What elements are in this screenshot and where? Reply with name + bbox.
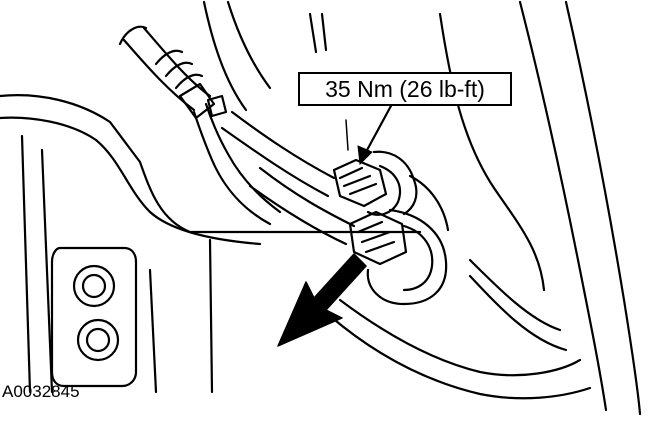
mount-plate <box>50 246 138 388</box>
figure-id: A0032845 <box>2 382 80 401</box>
callout-leader-2 <box>345 119 349 151</box>
tube-lower-b <box>248 184 348 246</box>
arrow-icon <box>277 253 367 347</box>
upper-fitting-hex <box>332 158 388 208</box>
hose-collar <box>178 82 216 120</box>
tube-upper-a <box>230 110 336 180</box>
wire-clip <box>206 94 228 118</box>
fitting-block <box>366 208 448 306</box>
housing-left-lower <box>0 116 262 246</box>
panel-lower-right <box>468 258 562 332</box>
leader-arrowhead <box>357 145 373 166</box>
panel-far-right <box>518 0 608 412</box>
panel-edge-right <box>564 0 642 416</box>
hose-end-cap <box>118 25 148 46</box>
wire-harness-2 <box>204 102 282 214</box>
callout-leader <box>364 102 394 154</box>
fitting-block-inner <box>402 224 434 292</box>
hose-rib-2 <box>164 61 194 78</box>
panel-lower-right-2 <box>468 274 568 352</box>
panel-right-contour <box>438 12 546 292</box>
bolt-hole-lower <box>76 318 120 362</box>
upper-hose <box>122 26 212 112</box>
fitting-block-edge <box>408 174 450 232</box>
tube-lower-a <box>258 166 356 228</box>
hose-rib-1 <box>154 49 184 66</box>
torque-callout-label: 35 Nm (26 lb-ft) <box>298 72 512 106</box>
hose-rib-3 <box>174 73 204 90</box>
body-seam <box>208 238 214 394</box>
upper-fitting-flange <box>366 164 402 216</box>
tube-upper-b <box>220 126 330 198</box>
small-tab <box>308 12 328 54</box>
panel-bottom-curve <box>338 298 582 377</box>
body-seam-2 <box>148 268 158 394</box>
panel-bottom-curve-2 <box>328 314 592 400</box>
bolt-hole-upper <box>72 264 116 308</box>
panel-top-ridge-2 <box>226 0 272 90</box>
fitting-block-top <box>372 150 418 216</box>
panel-top-ridge <box>202 0 248 112</box>
housing-left-outline <box>0 94 422 234</box>
panel-vertical-right <box>40 148 54 394</box>
panel-vertical-left <box>20 134 32 394</box>
upper-fitting-face <box>338 166 378 196</box>
lower-fitting-face <box>356 220 396 254</box>
wire-harness <box>192 110 272 226</box>
lower-fitting-hex <box>348 210 408 266</box>
